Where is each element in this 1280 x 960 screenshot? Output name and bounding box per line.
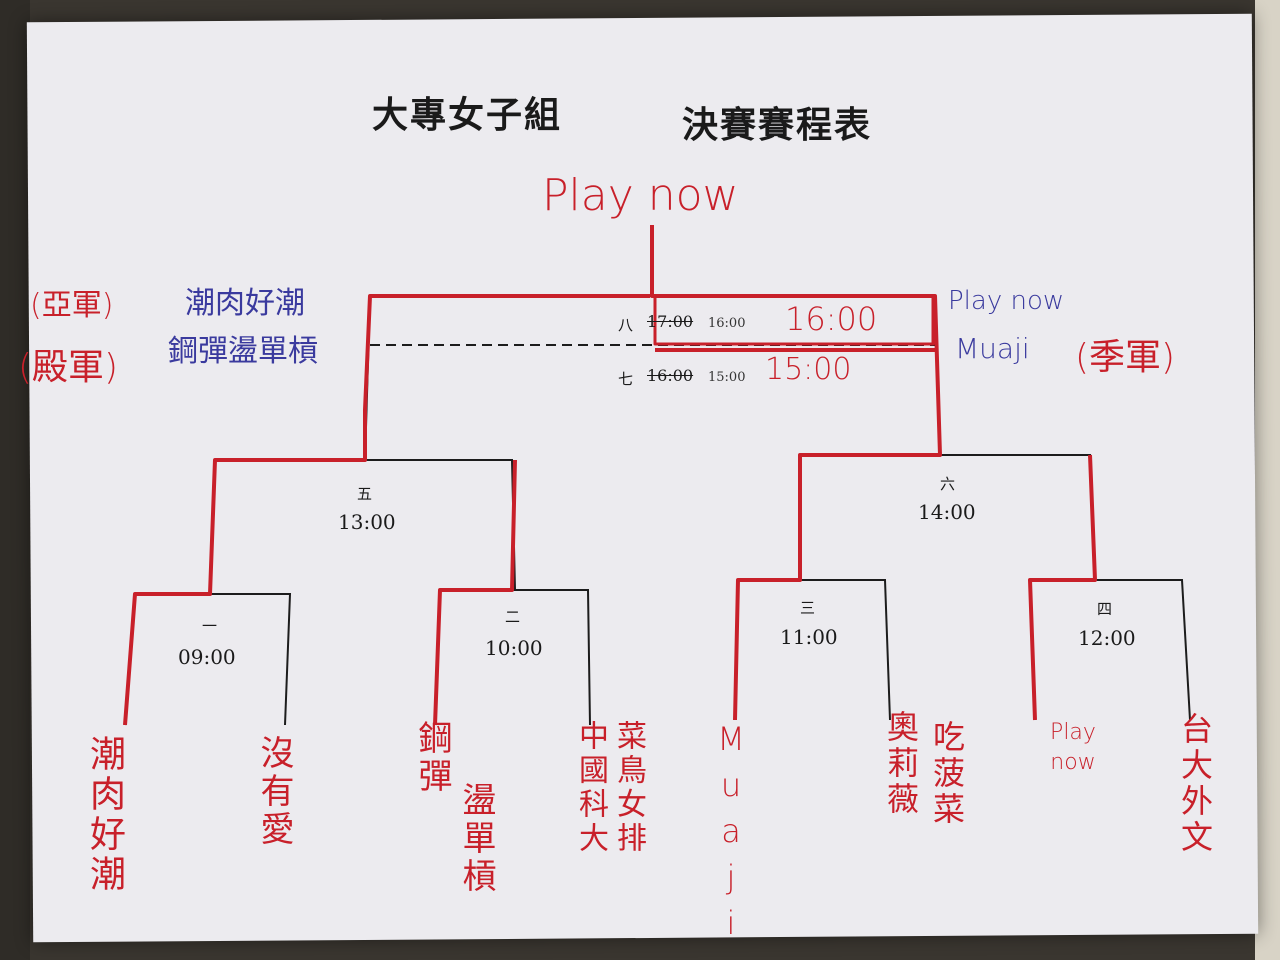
fourth-place-label: (殿軍): [18, 347, 119, 388]
match1-number: 一: [202, 617, 218, 635]
match7-new-time: 15:00: [765, 352, 852, 387]
match5-time: 13:00: [338, 510, 396, 534]
match3-time: 11:00: [780, 625, 838, 649]
match8-small-time: 16:00: [708, 316, 746, 331]
team-zhongguokeda: 中國科大: [573, 720, 608, 856]
match2-number: 二: [505, 608, 521, 626]
wall-right: [1255, 0, 1280, 960]
title-right: 決賽賽程表: [682, 105, 873, 146]
match3-number: 三: [800, 599, 816, 617]
fourth-place-team: 鋼彈盪單槓: [168, 334, 318, 369]
team-meiyouai: 沒有愛: [254, 735, 294, 849]
winner-path-2: [433, 459, 517, 726]
title-left: 大專女子組: [372, 95, 563, 136]
final-highlight-box: [653, 294, 935, 346]
team-gangdan: 鋼彈: [412, 720, 452, 796]
match8-number: 八: [618, 316, 634, 334]
winner-path-4: [1028, 454, 1097, 721]
match7-old-time: 16:00: [647, 366, 694, 385]
wall-left: [0, 0, 30, 960]
team-taidawaiwen: 台大外文: [1176, 712, 1214, 856]
team-chaorou: 潮肉好潮: [84, 735, 125, 895]
team-muaji: Muaji: [712, 720, 750, 950]
match2-time: 10:00: [485, 636, 543, 660]
team-chibocai: 吃菠菜: [928, 720, 966, 828]
team-playnow-text: Play now: [1050, 720, 1096, 775]
match6-time: 14:00: [918, 500, 976, 524]
third-place-top-team: Play now: [948, 286, 1065, 316]
match5-number: 五: [357, 485, 373, 503]
champion-label: Play now: [542, 170, 739, 221]
team-playnow: Play now: [1028, 718, 1118, 778]
match8-old-time: 17:00: [647, 312, 694, 331]
match7-small-time: 15:00: [708, 370, 746, 385]
match1-time: 09:00: [178, 645, 236, 669]
runner-up-team: 潮肉好潮: [185, 286, 305, 321]
third-place-team: Muaji: [955, 332, 1030, 365]
match6-number: 六: [940, 475, 956, 493]
match4-time: 12:00: [1078, 626, 1136, 650]
runner-up-label: (亞軍): [30, 288, 114, 323]
third-place-label: (季軍): [1075, 337, 1176, 378]
team-dangdangang: 盪單槓: [456, 782, 496, 896]
team-cainiaonvpai: 菜鳥女排: [611, 720, 646, 856]
team-aoliwei: 奧莉薇: [882, 710, 920, 818]
match7-number: 七: [618, 370, 634, 388]
match4-number: 四: [1097, 600, 1113, 618]
winner-path-left: [123, 294, 650, 726]
match8-new-time: 16:00: [785, 300, 878, 338]
